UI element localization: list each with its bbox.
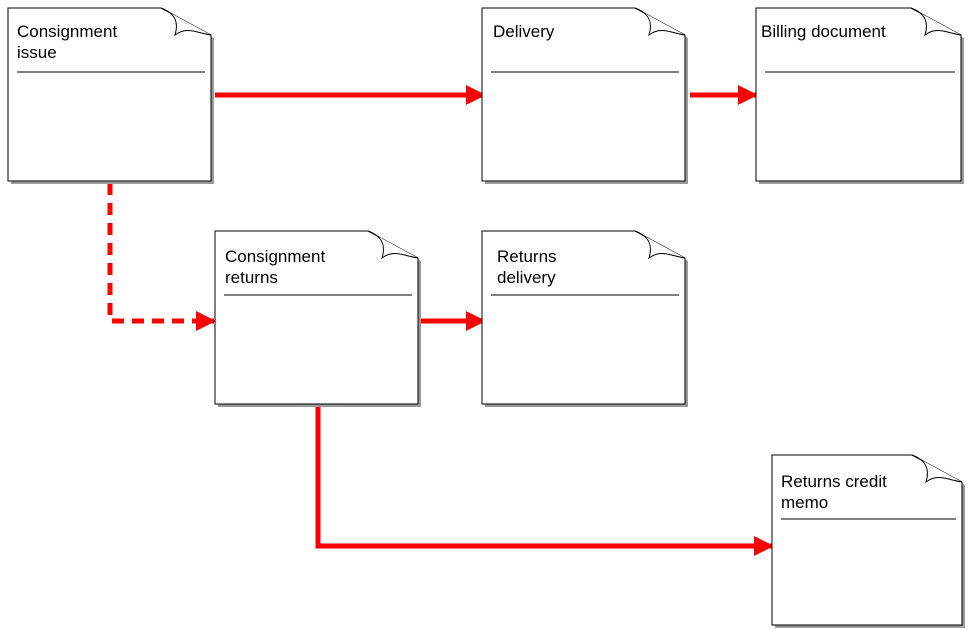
returns-credit-memo-document[interactable]: Returns credit memo xyxy=(771,454,965,628)
document-label: Returns delivery xyxy=(497,247,557,287)
document-icon xyxy=(771,454,965,628)
delivery-document[interactable]: Delivery xyxy=(481,7,688,184)
consignment-issue-document[interactable]: Consignment issue xyxy=(7,7,214,184)
document-icon xyxy=(481,7,688,184)
document-label: Returns credit memo xyxy=(781,472,887,512)
document-icon xyxy=(481,230,688,407)
document-icon xyxy=(214,230,421,407)
document-icon xyxy=(755,7,964,184)
document-label: Consignment returns xyxy=(225,247,326,287)
billing-document[interactable]: Billing document xyxy=(755,7,964,184)
document-label: Delivery xyxy=(493,22,555,41)
document-label: Consignment issue xyxy=(17,22,118,62)
returns-delivery-document[interactable]: Returns delivery xyxy=(481,230,688,407)
consignment-returns-document[interactable]: Consignment returns xyxy=(214,230,421,407)
connector-returns-to-credit-memo xyxy=(315,407,774,556)
document-icon xyxy=(7,7,214,184)
connector-issue-to-returns xyxy=(107,183,216,331)
document-label: Billing document xyxy=(761,22,886,41)
